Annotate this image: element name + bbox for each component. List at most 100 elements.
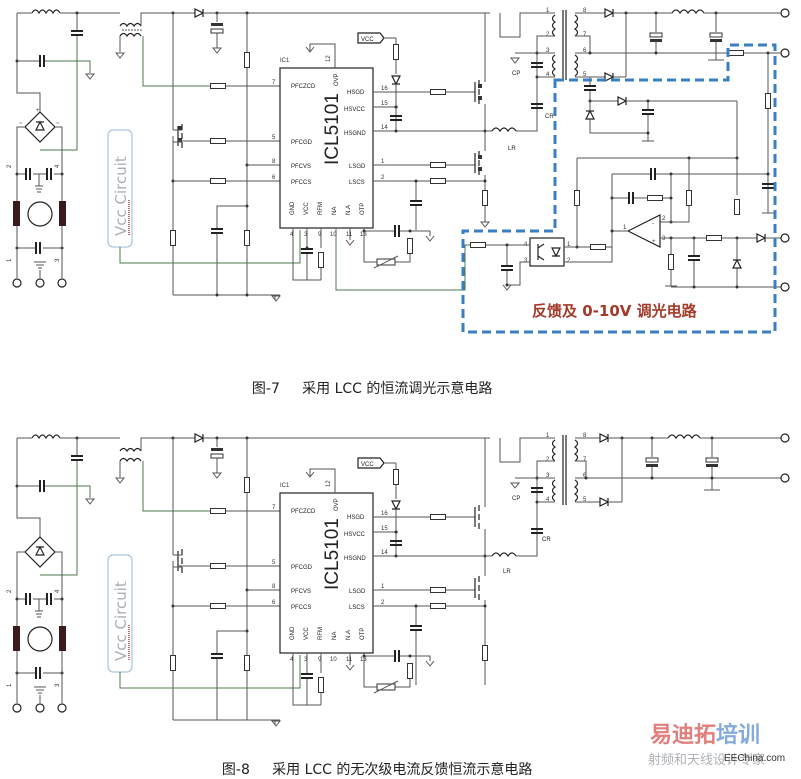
svg-text:4: 4 (290, 657, 294, 663)
svg-text:5: 5 (272, 560, 276, 566)
feedback-dashed-box (461, 43, 777, 334)
figure-7-number: 图-7 (251, 381, 280, 397)
vcc-circuit-block-fig8: Vcc Circuit (107, 554, 133, 673)
svg-text:13: 13 (360, 657, 367, 663)
svg-text:4: 4 (55, 164, 61, 168)
svg-text:ICL5101: ICL5101 (322, 518, 343, 590)
svg-text:6: 6 (272, 175, 276, 181)
svg-text:8: 8 (583, 433, 587, 439)
svg-text:9: 9 (318, 232, 322, 238)
svg-text:6: 6 (272, 600, 276, 606)
svg-text:PFCCS: PFCCS (291, 605, 311, 611)
svg-text:1: 1 (381, 159, 385, 165)
svg-text:10: 10 (330, 657, 337, 663)
svg-text:IC1: IC1 (280, 58, 290, 64)
watermark: 易迪拓 培训 射频和天线设计专家 EEChina.com (648, 722, 785, 768)
svg-text:16: 16 (381, 86, 388, 92)
svg-text:3: 3 (55, 683, 61, 687)
svg-text:6: 6 (583, 48, 587, 54)
lcc-transformer: 1 2 3 4 5 6 7 8 (546, 8, 587, 80)
svg-text:8: 8 (272, 584, 276, 590)
svg-text:LR: LR (503, 569, 511, 575)
svg-text:2: 2 (381, 175, 385, 181)
watermark-site: EEChina.com (724, 753, 785, 764)
svg-text:12: 12 (326, 480, 332, 487)
svg-text:14: 14 (381, 125, 388, 131)
cp-label: CP (512, 71, 520, 77)
svg-text:5: 5 (272, 135, 276, 141)
ic-name: ICL5101 (322, 93, 343, 165)
svg-text:2: 2 (662, 216, 666, 222)
svg-text:15: 15 (381, 526, 388, 532)
cr-label: CR (545, 114, 554, 120)
svg-text:HSGND: HSGND (344, 556, 366, 562)
svg-text:11: 11 (346, 657, 353, 663)
input-inductor (17, 9, 120, 15)
svg-text:1: 1 (7, 258, 13, 262)
input-terminal-3 (57, 278, 67, 288)
svg-text:6: 6 (583, 473, 587, 479)
svg-text:15: 15 (381, 101, 388, 107)
figure-8-title: 采用 LCC 的无次级电流反馈恒流示意电路 (272, 762, 533, 778)
svg-text:GND: GND (290, 201, 296, 215)
svg-text:+: + (652, 239, 656, 245)
svg-text:5: 5 (583, 72, 587, 78)
vcc-circuit-label: Vcc Circuit (112, 156, 130, 236)
fan-motor-symbol (13, 201, 66, 227)
svg-text:RFM: RFM (318, 202, 324, 215)
svg-text:4: 4 (290, 232, 294, 238)
pfc-inductor (114, 12, 210, 87)
svg-text:N.A: N.A (346, 205, 352, 215)
svg-text:4: 4 (546, 497, 550, 503)
high-side-mosfet (474, 80, 482, 104)
figure-7-title: 采用 LCC 的恒流调光示意电路 (302, 381, 493, 397)
svg-text:HSGD: HSGD (347, 90, 365, 96)
svg-text:-: - (652, 221, 654, 227)
svg-text:HSGND: HSGND (344, 131, 366, 137)
svg-text:OVP: OVP (334, 73, 340, 86)
output-terminal-negative (780, 48, 790, 58)
svg-text:7: 7 (272, 505, 276, 511)
svg-text:10: 10 (330, 232, 337, 238)
input-terminal-gnd (35, 278, 45, 288)
svg-text:PFCVS: PFCVS (291, 164, 311, 170)
vcc-circuit-block: Vcc Circuit (107, 129, 133, 248)
figure-8-number: 图-8 (221, 762, 250, 778)
svg-text:LSGD: LSGD (349, 589, 366, 595)
svg-text:+: + (36, 108, 40, 114)
svg-text:PFCZCD: PFCZCD (291, 509, 316, 515)
figure-7-schematic: + ~ ~ 2 4 1 3 (7, 8, 790, 334)
figure-8-caption: 图-8 采用 LCC 的无次级电流反馈恒流示意电路 (213, 743, 532, 779)
dimming-terminal-negative (780, 282, 790, 292)
svg-text:7: 7 (583, 457, 587, 463)
figure-7-caption: 图-7 采用 LCC 的恒流调光示意电路 (243, 362, 493, 398)
svg-text:3: 3 (546, 473, 550, 479)
svg-text:7: 7 (583, 32, 587, 38)
svg-text:PFCVS: PFCVS (291, 589, 311, 595)
watermark-brand-red: 易迪拓 (650, 723, 716, 748)
svg-text:VCC: VCC (304, 202, 310, 215)
svg-text:~: ~ (56, 121, 60, 127)
svg-text:LSCS: LSCS (349, 605, 365, 611)
svg-text:PFCGD: PFCGD (291, 140, 313, 146)
dimming-terminal-positive (780, 233, 790, 243)
svg-text:GND: GND (290, 626, 296, 640)
svg-text:5: 5 (583, 497, 587, 503)
low-side-mosfet (474, 151, 482, 175)
svg-text:LSGD: LSGD (349, 164, 366, 170)
svg-text:IC1: IC1 (280, 483, 290, 489)
optocoupler (529, 237, 565, 267)
svg-text:9: 9 (318, 657, 322, 663)
svg-text:PFCCS: PFCCS (291, 180, 311, 186)
svg-text:2: 2 (567, 258, 571, 264)
svg-text:OTP: OTP (360, 203, 366, 215)
svg-text:NA: NA (332, 207, 338, 215)
opamp: - + (626, 214, 661, 248)
svg-text:2: 2 (546, 457, 550, 463)
svg-text:1: 1 (381, 584, 385, 590)
svg-text:CR: CR (542, 537, 551, 543)
svg-text:PFCZCD: PFCZCD (291, 84, 316, 90)
svg-text:8: 8 (583, 8, 587, 14)
svg-text:4: 4 (55, 589, 61, 593)
